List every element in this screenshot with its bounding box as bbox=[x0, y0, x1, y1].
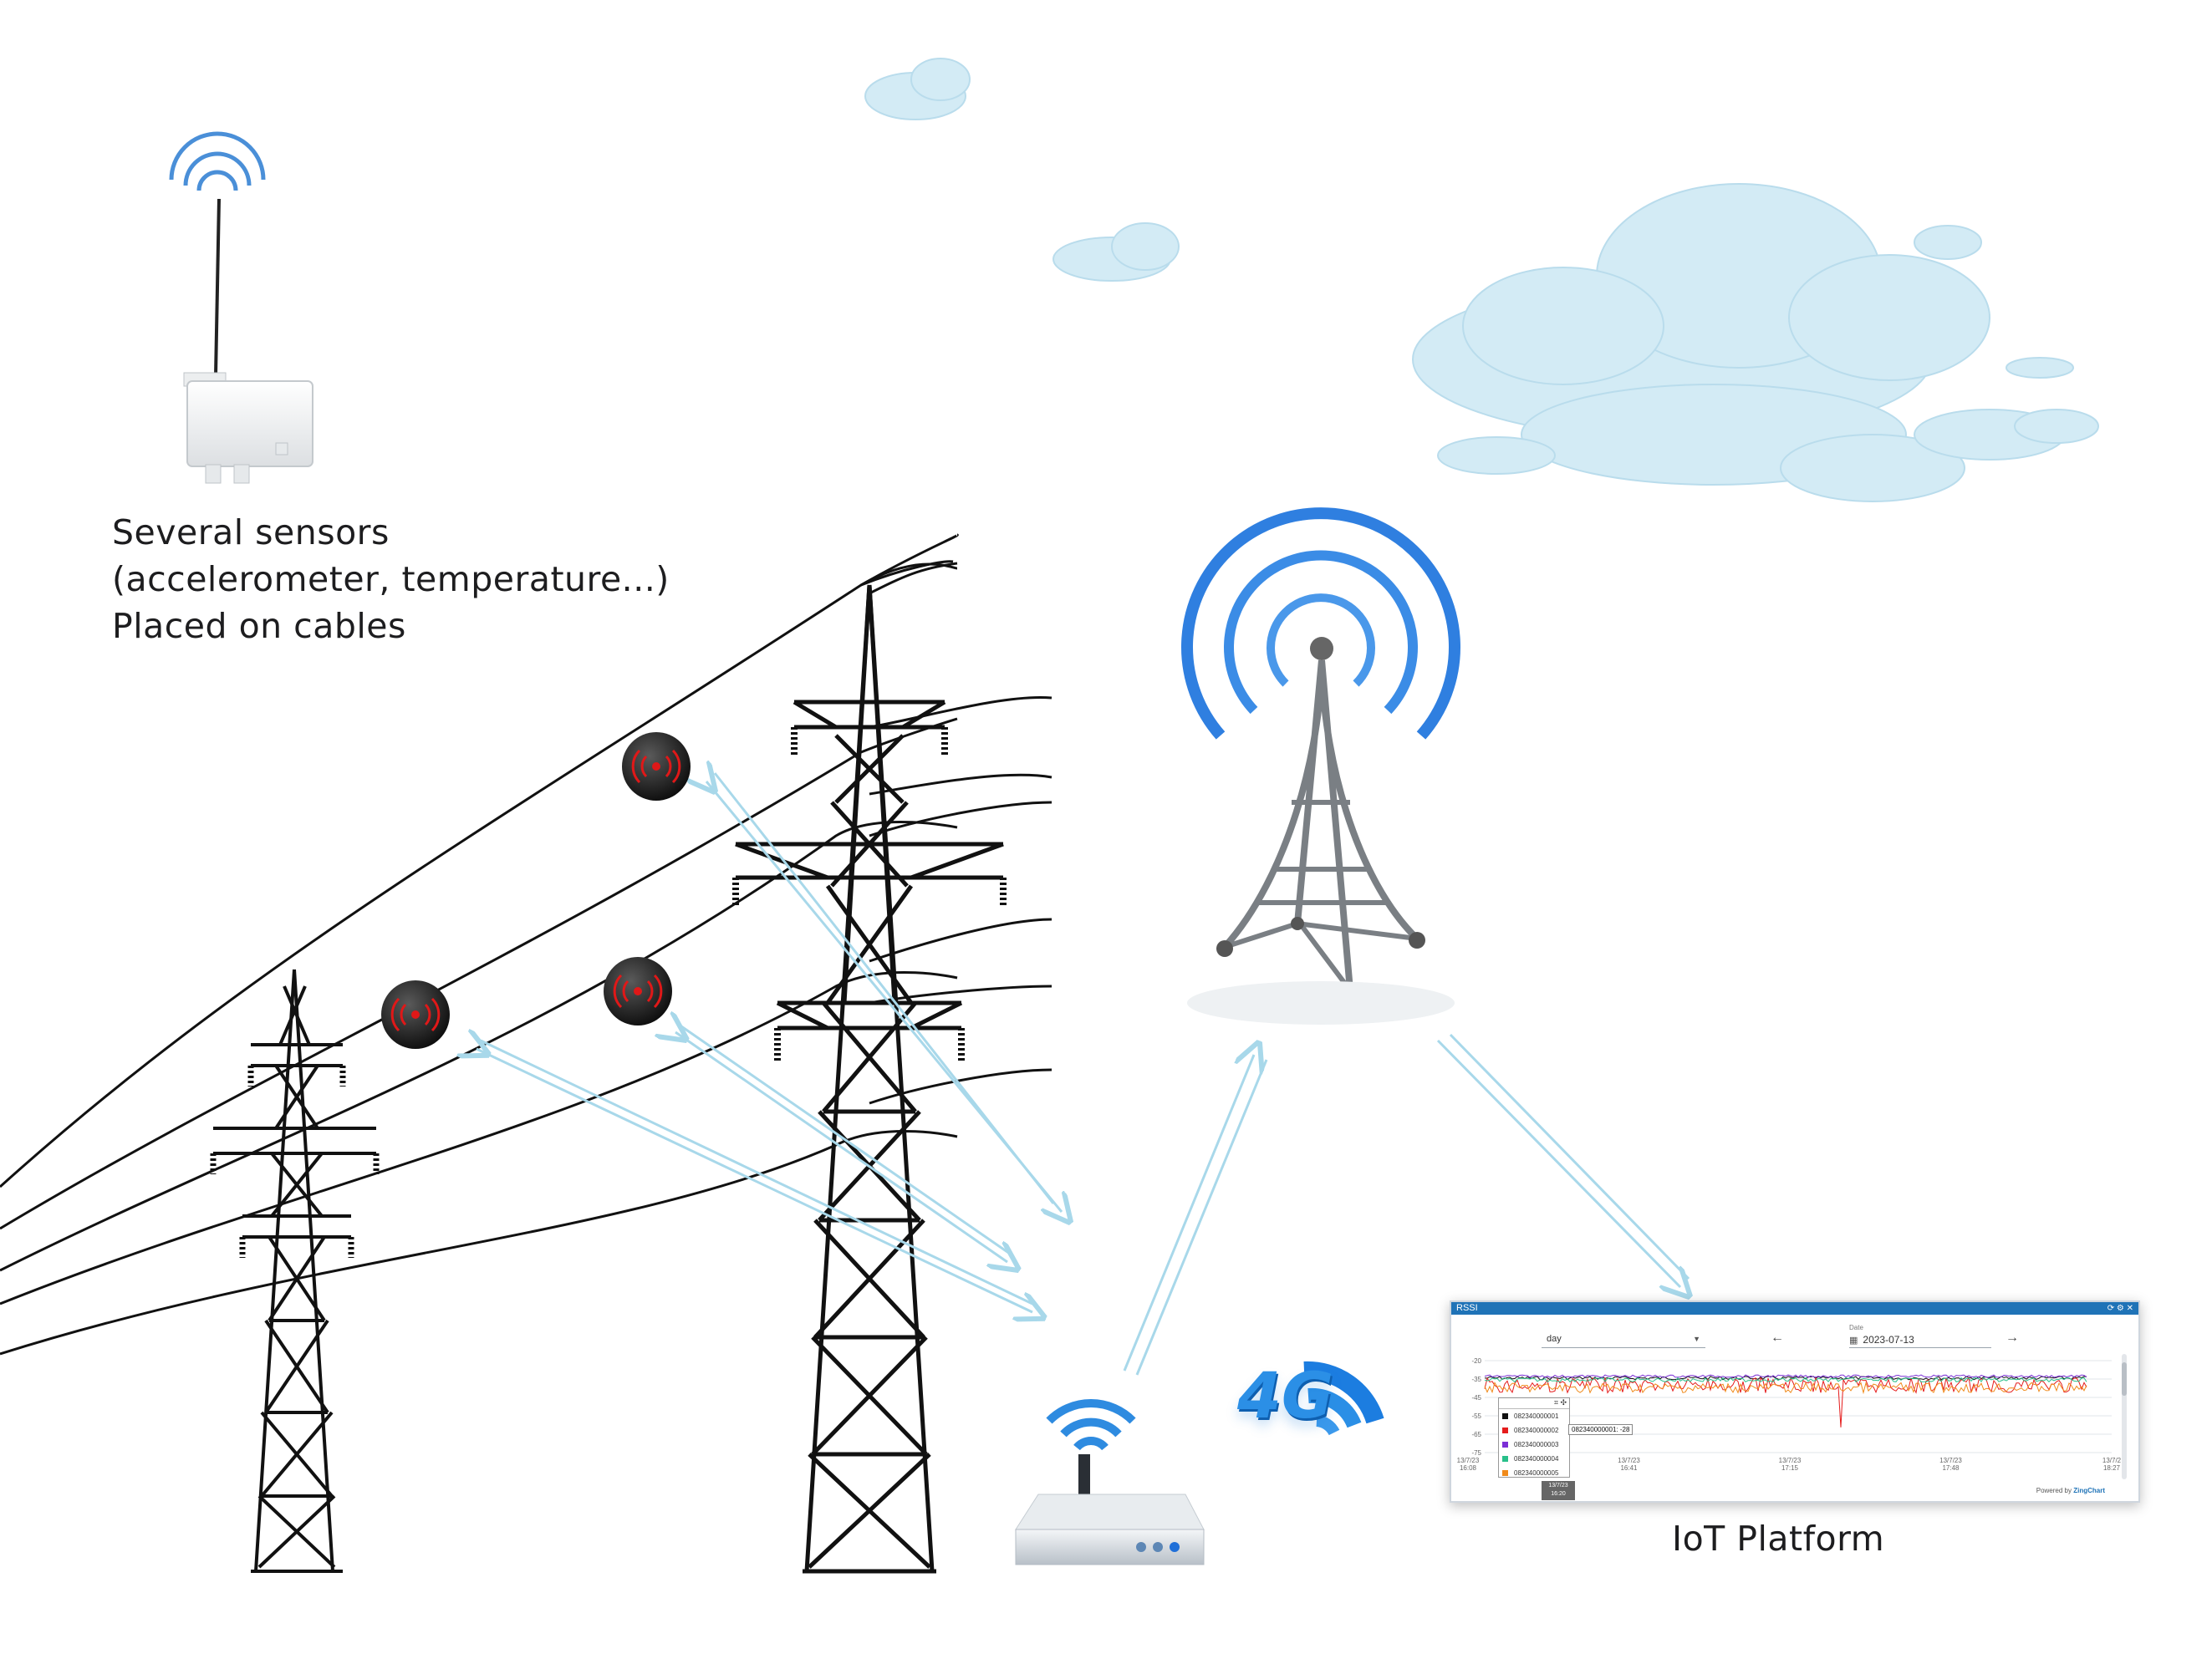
period-select[interactable]: day ▼ bbox=[1542, 1331, 1705, 1348]
y-tick-label: -35 bbox=[1471, 1376, 1481, 1383]
legend-item[interactable]: 082340000001 bbox=[1499, 1409, 1569, 1423]
cable-sensor-icon bbox=[381, 980, 450, 1049]
legend-label: 082340000003 bbox=[1514, 1441, 1559, 1448]
legend-swatch bbox=[1502, 1413, 1508, 1420]
4g-signal-icon bbox=[1303, 1361, 1384, 1436]
y-tick-label: -55 bbox=[1471, 1412, 1481, 1420]
cloud-icon bbox=[1412, 183, 2066, 502]
y-tick-label: -75 bbox=[1471, 1449, 1481, 1457]
chart-tooltip: 082340000001: -28 bbox=[1568, 1424, 1634, 1435]
series-line bbox=[1484, 1377, 2087, 1428]
legend-label: 082340000001 bbox=[1514, 1412, 1559, 1420]
period-select-value: day bbox=[1547, 1334, 1562, 1344]
panel-title: RSSI bbox=[1456, 1303, 1478, 1313]
powered-by: Powered by ZingChart bbox=[2036, 1487, 2105, 1494]
cable-sensor-icon bbox=[622, 732, 691, 801]
calendar-icon: ▦ bbox=[1849, 1336, 1858, 1346]
date-value: 2023-07-13 bbox=[1863, 1334, 1914, 1346]
sensor-caption-line-3: Placed on cables bbox=[112, 606, 406, 646]
sensor-caption: Several sensors (accelerometer, temperat… bbox=[112, 509, 670, 649]
scrollbar-thumb[interactable] bbox=[2122, 1362, 2127, 1396]
y-tick-label: -20 bbox=[1471, 1357, 1481, 1365]
legend-label: 082340000004 bbox=[1514, 1455, 1559, 1463]
wireless-link-arrows bbox=[477, 773, 1689, 1376]
date-input[interactable]: ▦ 2023-07-13 bbox=[1849, 1332, 1991, 1348]
powered-by-brand: ZingChart bbox=[2073, 1487, 2105, 1494]
legend-item[interactable]: 082340000002 bbox=[1499, 1423, 1569, 1438]
series-line bbox=[1484, 1382, 2087, 1395]
platform-caption: IoT Platform bbox=[1672, 1519, 1885, 1559]
wireless-sensor-box-icon bbox=[169, 131, 313, 484]
legend-item[interactable]: 082340000005 bbox=[1499, 1466, 1569, 1480]
legend-swatch bbox=[1502, 1456, 1508, 1463]
y-tick-label: -45 bbox=[1471, 1394, 1481, 1402]
sensor-caption-line-2: (accelerometer, temperature...) bbox=[112, 559, 670, 599]
transmission-pylon-icon bbox=[210, 969, 380, 1573]
wifi-router-icon bbox=[1015, 1398, 1205, 1565]
next-date-button[interactable]: → bbox=[2006, 1331, 2019, 1345]
legend-swatch bbox=[1502, 1442, 1508, 1448]
cloud-icon bbox=[864, 58, 2099, 444]
date-label: Date bbox=[1849, 1324, 1863, 1331]
legend-item[interactable]: 082340000004 bbox=[1499, 1452, 1569, 1466]
y-tick-label: -65 bbox=[1471, 1431, 1481, 1438]
powered-by-text: Powered by bbox=[2036, 1487, 2072, 1494]
legend-label: 082340000005 bbox=[1514, 1469, 1559, 1477]
legend-tools-icon[interactable]: ⌗ ✣ bbox=[1499, 1398, 1569, 1409]
series-line bbox=[1484, 1374, 2087, 1378]
transmission-pylon-icon bbox=[732, 584, 1007, 1574]
4g-label: 4G bbox=[1237, 1358, 1334, 1433]
series-line bbox=[1484, 1377, 2087, 1383]
legend-swatch bbox=[1502, 1428, 1508, 1434]
cell-tower-icon bbox=[1181, 507, 1460, 1025]
legend-label: 082340000002 bbox=[1514, 1427, 1559, 1434]
cable-sensor-icon bbox=[604, 957, 672, 1025]
panel-scrollbar[interactable] bbox=[2122, 1354, 2127, 1479]
legend-item[interactable]: 082340000003 bbox=[1499, 1438, 1569, 1452]
legend-swatch bbox=[1502, 1470, 1508, 1477]
panel-header: RSSI ⟳ ⚙ ✕ bbox=[1451, 1302, 2138, 1315]
panel-controls[interactable]: ⟳ ⚙ ✕ bbox=[2107, 1304, 2133, 1313]
sensor-caption-line-1: Several sensors bbox=[112, 512, 390, 552]
iot-platform-panel: RSSI ⟳ ⚙ ✕ day ▼ ← Date ▦ 2023-07-13 → -2… bbox=[1450, 1300, 2140, 1503]
chevron-down-icon: ▼ bbox=[1693, 1335, 1700, 1343]
chart-legend: ⌗ ✣ 082340000001 082340000002 082340000003… bbox=[1498, 1397, 1570, 1478]
previous-date-button[interactable]: ← bbox=[1771, 1331, 1784, 1345]
